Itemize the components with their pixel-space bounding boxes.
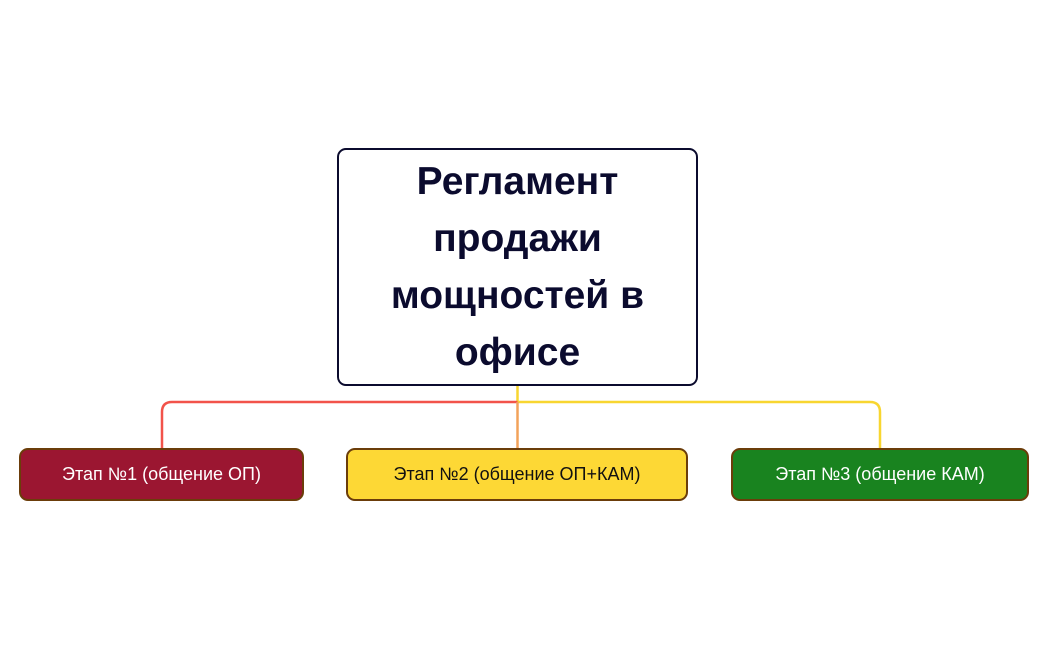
stage-3-node[interactable]: Этап №3 (общение КАМ): [731, 448, 1029, 501]
stage-1-node[interactable]: Этап №1 (общение ОП): [19, 448, 304, 501]
stage-2-label: Этап №2 (общение ОП+КАМ): [393, 464, 641, 484]
connector-node-1: [160, 400, 518, 448]
stage-3-label: Этап №3 (общение КАМ): [775, 464, 985, 484]
root-node[interactable]: Регламент продажи мощностей в офисе: [337, 148, 698, 386]
root-node-title: Регламент продажи мощностей в офисе: [390, 160, 645, 374]
connector-node-3: [517, 400, 882, 448]
stage-2-node[interactable]: Этап №2 (общение ОП+КАМ): [346, 448, 688, 501]
stage-1-label: Этап №1 (общение ОП): [62, 464, 261, 484]
